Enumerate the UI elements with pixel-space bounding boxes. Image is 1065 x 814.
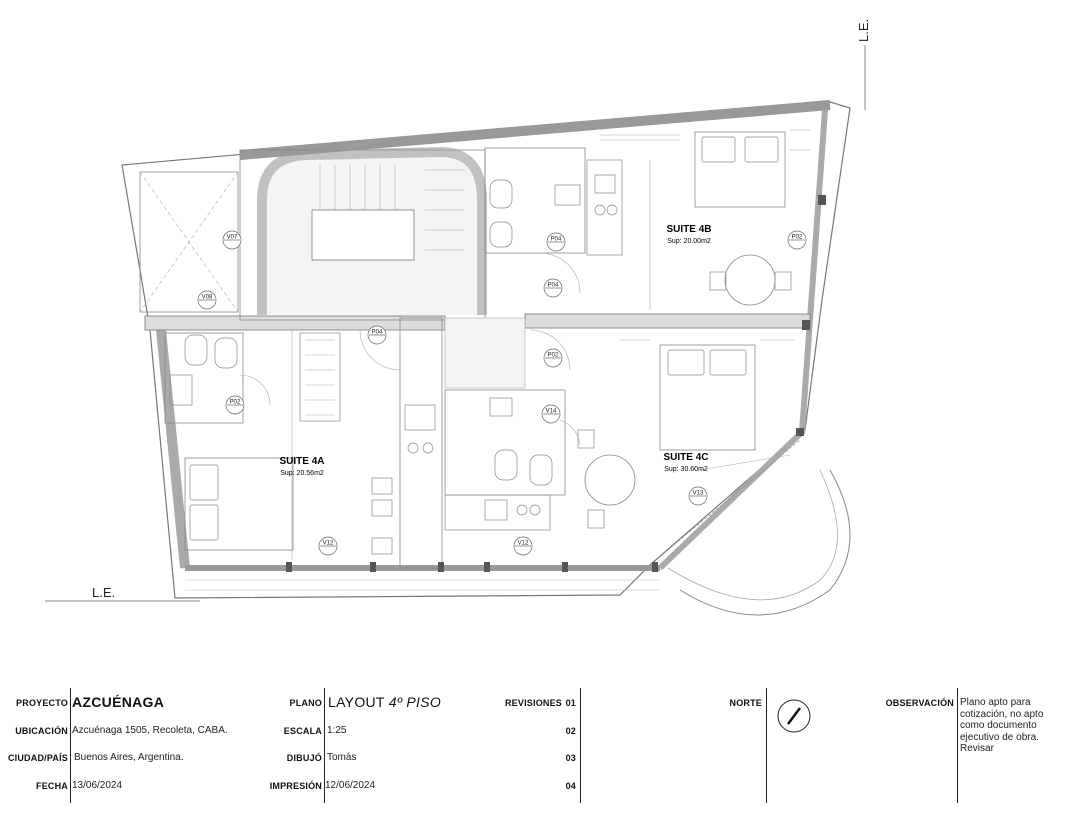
separator: [324, 688, 325, 803]
elevator: [311, 209, 415, 261]
tag-6: P02: [543, 348, 563, 368]
ciudad-value: Buenos Aires, Argentina.: [74, 752, 184, 763]
north-arrow-icon: [777, 699, 811, 733]
tag-7: V14: [541, 404, 561, 424]
wall-west: [155, 319, 190, 569]
revision-03: 03: [565, 753, 576, 763]
tag-5: P04: [543, 278, 563, 298]
suite-4c-name: SUITE 4C: [663, 452, 708, 463]
tag-11: V12: [513, 536, 533, 556]
escala-value: 1:25: [327, 725, 347, 736]
tag-10: V12: [318, 536, 338, 556]
le-left-label: L.E.: [92, 585, 115, 600]
wall-east: [657, 109, 828, 571]
tag-label: P04: [551, 237, 562, 243]
dibujo-value: Tomás: [327, 752, 357, 763]
tag-label: P04: [372, 330, 383, 336]
revisiones-label: REVISIONES: [504, 698, 562, 708]
ubicacion-label: UBICACIÓN: [15, 726, 68, 736]
tag-label: P04: [548, 283, 559, 289]
suite-4b-name: SUITE 4B: [666, 224, 711, 235]
tag-label: V12: [323, 541, 334, 547]
tag-8: P02: [787, 230, 807, 250]
observacion-value: Plano apto para cotización, no apto como…: [960, 697, 1044, 754]
separator: [580, 688, 581, 803]
suite-4c-area: Sup: 30.60m2: [664, 466, 708, 473]
wall-north: [239, 100, 831, 160]
impresion-label: IMPRESIÓN: [269, 781, 322, 791]
floor-plan-drawing: L.E. L.E. SUITE 4A Sup: 20.56m2 SUITE 4B…: [45, 19, 871, 616]
escala-label: ESCALA: [283, 726, 322, 736]
revision-02: 02: [565, 726, 576, 736]
tag-label: V07: [227, 235, 238, 241]
revision-01: 01: [565, 698, 576, 708]
le-top-label: L.E.: [856, 19, 871, 42]
fecha-label: FECHA: [36, 781, 68, 791]
norte-label: NORTE: [729, 698, 762, 708]
tag-3: P02: [225, 395, 245, 415]
fecha-value: 13/06/2024: [72, 780, 123, 791]
tag-0: V07: [222, 230, 242, 250]
tag-label: P02: [792, 235, 803, 241]
dibujo-label: DIBUJÓ: [286, 753, 322, 763]
suite-4a-name: SUITE 4A: [279, 456, 324, 467]
tag-label: V13: [693, 491, 704, 497]
tag-label: V12: [518, 541, 529, 547]
tag-label: V08: [202, 295, 213, 301]
suite-4a-area: Sup: 20.56m2: [280, 470, 324, 477]
tag-9: V13: [688, 486, 708, 506]
impresion-value: 12/06/2024: [325, 780, 376, 791]
ciudad-label: CIUDAD/PAÍS: [7, 753, 68, 763]
proyecto-label: PROYECTO: [16, 698, 68, 708]
plano-value: LAYOUT 4º PISO: [328, 694, 442, 710]
tag-4: P04: [546, 232, 566, 252]
tag-label: P02: [230, 400, 241, 406]
tag-label: P02: [548, 353, 559, 359]
observacion-label: OBSERVACIÓN: [885, 698, 954, 708]
separator: [70, 688, 71, 803]
balcony-outline: [679, 469, 851, 616]
tag-2: P04: [367, 325, 387, 345]
proyecto-value: AZCUÉNAGA: [72, 694, 165, 710]
separator: [957, 688, 958, 803]
suite-4b-area: Sup: 20.00m2: [667, 238, 711, 245]
tag-1: V08: [197, 290, 217, 310]
separator: [766, 688, 767, 803]
ubicacion-value: Azcuénaga 1505, Recoleta, CABA.: [72, 725, 228, 736]
wall-corridor-east: [524, 313, 811, 329]
tag-label: V14: [546, 409, 557, 415]
revision-04: 04: [565, 781, 576, 791]
plano-label: PLANO: [289, 698, 322, 708]
